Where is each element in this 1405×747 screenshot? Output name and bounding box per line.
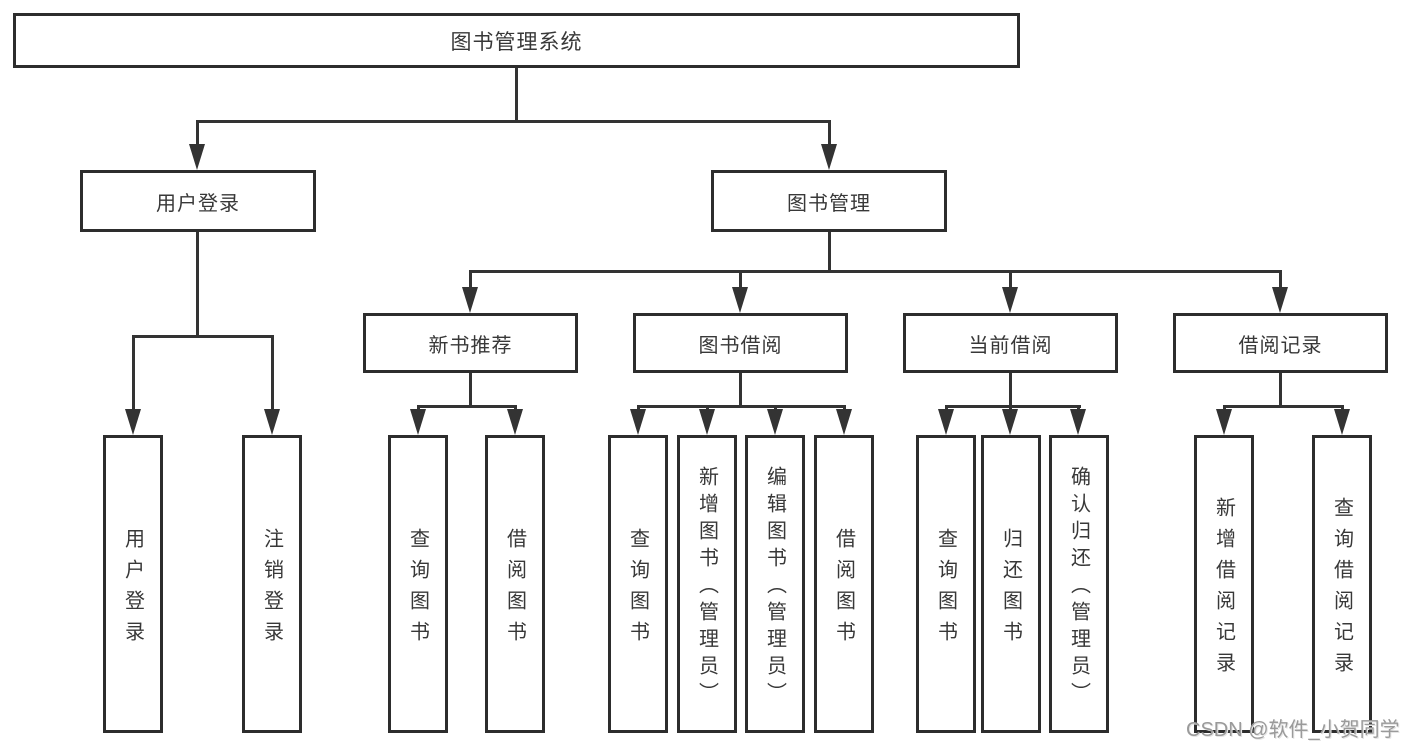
connector-line <box>417 405 517 408</box>
node-label: 新增借阅记录 <box>1212 496 1235 683</box>
node-current-borrow: 当前借阅 <box>903 313 1118 373</box>
leaf-borrow-books-recommend: 借阅图书 <box>485 435 545 733</box>
node-label: 查询图书 <box>626 527 649 652</box>
arrow-down-icon <box>507 409 523 435</box>
connector-line <box>132 335 274 338</box>
leaf-add-book-admin: 新增图书（管理员） <box>677 435 737 733</box>
csdn-watermark: CSDN @软件_小贺同学 <box>1186 719 1400 741</box>
node-label: 用户登录 <box>156 192 240 215</box>
connector-line <box>1009 373 1012 407</box>
connector-line <box>515 68 518 120</box>
connector-line <box>469 373 472 407</box>
arrow-down-icon <box>125 409 141 435</box>
arrow-down-icon <box>732 287 748 313</box>
leaf-add-borrow-record: 新增借阅记录 <box>1194 435 1254 733</box>
connector-line <box>196 232 199 335</box>
arrow-down-icon <box>767 409 783 435</box>
arrow-down-icon <box>264 409 280 435</box>
connector-line <box>1279 270 1282 289</box>
arrow-down-icon <box>1070 409 1086 435</box>
node-label: 新书推荐 <box>428 334 513 357</box>
node-label: 查询图书 <box>934 527 957 652</box>
connector-line <box>1223 405 1344 408</box>
arrow-down-icon <box>1272 287 1288 313</box>
connector-line <box>469 270 1282 273</box>
node-label: 查询借阅记录 <box>1330 496 1353 683</box>
leaf-borrow-books-borrow: 借阅图书 <box>814 435 874 733</box>
node-label: 借阅图书 <box>832 527 855 652</box>
arrow-down-icon <box>836 409 852 435</box>
node-label: 注销登录 <box>260 527 283 652</box>
connector-line <box>637 405 846 408</box>
leaf-user-login: 用户登录 <box>103 435 163 733</box>
node-label: 用户登录 <box>121 527 144 652</box>
arrow-down-icon <box>1002 287 1018 313</box>
node-label: 当前借阅 <box>968 334 1053 357</box>
arrow-down-icon <box>410 409 426 435</box>
node-borrow-records: 借阅记录 <box>1173 313 1388 373</box>
node-label: 编辑图书（管理员） <box>763 466 786 709</box>
arrow-down-icon <box>462 287 478 313</box>
connector-line <box>196 120 831 123</box>
leaf-query-books-borrow: 查询图书 <box>608 435 668 733</box>
node-label: 图书管理 <box>787 192 871 215</box>
connector-line <box>739 270 742 289</box>
connector-line <box>1279 373 1282 407</box>
arrow-down-icon <box>1002 409 1018 435</box>
node-label: 借阅记录 <box>1238 334 1323 357</box>
arrow-down-icon <box>1334 409 1350 435</box>
leaf-query-books-current: 查询图书 <box>916 435 976 733</box>
arrow-down-icon <box>699 409 715 435</box>
connector-line <box>828 232 831 272</box>
node-label: 借阅图书 <box>503 527 526 652</box>
connector-line <box>132 335 135 411</box>
node-label: 新增图书（管理员） <box>695 466 718 709</box>
node-label: 图书借阅 <box>698 334 783 357</box>
leaf-confirm-return-admin: 确认归还（管理员） <box>1049 435 1109 733</box>
node-new-book-recommend: 新书推荐 <box>363 313 578 373</box>
node-label: 图书管理系统 <box>450 30 583 54</box>
leaf-return-books: 归还图书 <box>981 435 1041 733</box>
node-label: 查询图书 <box>406 527 429 652</box>
node-book-borrow: 图书借阅 <box>633 313 848 373</box>
arrow-down-icon <box>1216 409 1232 435</box>
leaf-logout-login: 注销登录 <box>242 435 302 733</box>
arrow-down-icon <box>821 144 837 170</box>
leaf-query-books-recommend: 查询图书 <box>388 435 448 733</box>
leaf-edit-book-admin: 编辑图书（管理员） <box>745 435 805 733</box>
arrow-down-icon <box>630 409 646 435</box>
node-label: 确认归还（管理员） <box>1067 466 1090 709</box>
node-library-management-system: 图书管理系统 <box>13 13 1020 68</box>
node-label: 归还图书 <box>999 527 1022 652</box>
arrow-down-icon <box>189 144 205 170</box>
node-book-management: 图书管理 <box>711 170 947 232</box>
connector-line <box>469 270 472 289</box>
leaf-query-borrow-record: 查询借阅记录 <box>1312 435 1372 733</box>
connector-line <box>739 373 742 407</box>
connector-line <box>196 120 199 146</box>
connector-line <box>945 405 1081 408</box>
connector-line <box>271 335 274 411</box>
arrow-down-icon <box>938 409 954 435</box>
node-user-login: 用户登录 <box>80 170 316 232</box>
connector-line <box>828 120 831 146</box>
connector-line <box>1009 270 1012 289</box>
